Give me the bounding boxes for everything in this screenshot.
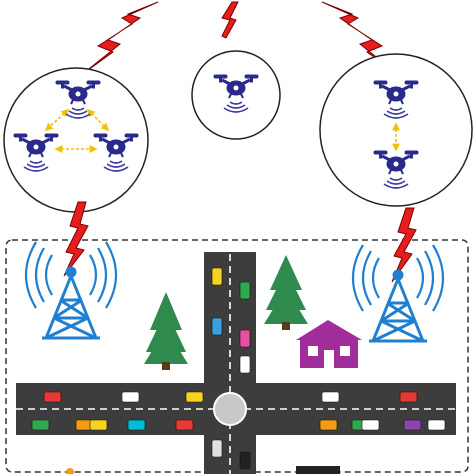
car-icon xyxy=(211,267,223,286)
car-icon xyxy=(43,391,62,403)
car-icon xyxy=(121,391,140,403)
roundabout xyxy=(213,392,247,426)
car-icon xyxy=(89,419,108,431)
pine-tree-icon xyxy=(144,292,188,370)
cell-tower-icon xyxy=(352,244,444,343)
pine-tree-icon xyxy=(264,255,308,330)
car-icon xyxy=(211,439,223,458)
car-icon xyxy=(239,281,251,300)
car-icon xyxy=(211,317,223,336)
car-icon xyxy=(185,391,204,403)
car-icon xyxy=(361,419,380,431)
lightning-icon xyxy=(391,207,417,283)
lightning-icon xyxy=(221,1,239,39)
car-icon xyxy=(239,355,251,374)
car-icon xyxy=(296,466,340,474)
swarm-links-left xyxy=(44,108,110,153)
car-icon xyxy=(31,419,50,431)
cell-tower-icon xyxy=(25,241,117,340)
car-icon xyxy=(127,419,146,431)
lightning-icon xyxy=(63,201,89,277)
house-icon xyxy=(296,320,362,368)
car-icon xyxy=(321,391,340,403)
car-icon xyxy=(239,451,251,470)
person-icon xyxy=(66,468,74,474)
car-icon xyxy=(399,391,418,403)
car-icon xyxy=(239,329,251,348)
car-icon xyxy=(403,419,422,431)
lightning-icon xyxy=(79,1,159,77)
vehicles xyxy=(31,267,446,470)
road-network xyxy=(16,252,456,474)
car-icon xyxy=(427,419,446,431)
car-icon xyxy=(175,419,194,431)
car-icon xyxy=(319,419,338,431)
